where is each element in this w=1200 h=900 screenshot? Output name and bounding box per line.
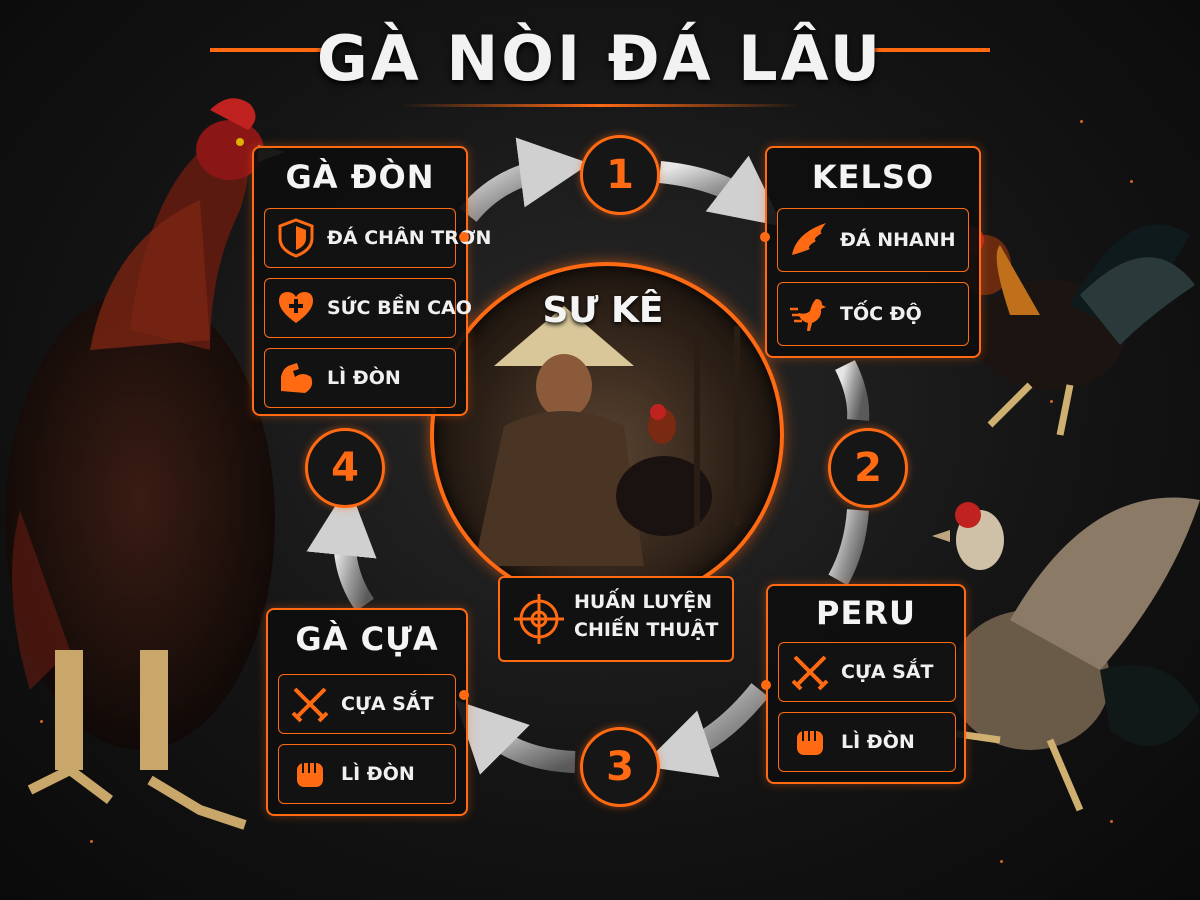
panel-ga-cua: GÀ CỰA CỰA SẮT LÌ ĐÒN <box>266 608 468 816</box>
peru-item-2-label: LÌ ĐÒN <box>841 731 915 753</box>
ga-cua-item-2: LÌ ĐÒN <box>278 744 456 804</box>
muscle-arm-icon <box>281 363 313 393</box>
peru-item-2: LÌ ĐÒN <box>778 712 956 772</box>
fist-icon <box>297 763 323 787</box>
panel-ga-cua-title: GÀ CỰA <box>295 620 439 658</box>
ga-cua-connector-dot <box>459 690 469 700</box>
panel-kelso-title: KELSO <box>811 158 935 196</box>
target-icon <box>514 594 564 644</box>
panel-kelso: KELSO ĐÁ NHANH TỐC ĐỘ <box>765 146 981 358</box>
panel-peru-title: PERU <box>816 594 916 632</box>
arrow-3b <box>455 700 576 775</box>
step-badge-1: 1 <box>580 135 660 215</box>
ga-don-item-3-label: LÌ ĐÒN <box>327 367 401 389</box>
ga-don-item-3: LÌ ĐÒN <box>264 348 456 408</box>
arrow-2 <box>835 360 870 421</box>
panel-peru: PERU CỰA SẮT LÌ ĐÒN <box>766 584 966 784</box>
kelso-connector-dot <box>760 232 770 242</box>
title-decor-left <box>210 48 330 52</box>
title-underline <box>400 104 800 107</box>
tactics-label-line1: HUẤN LUYỆN <box>574 591 713 613</box>
ga-don-connector-dot <box>459 232 469 242</box>
step-badge-4: 4 <box>305 428 385 508</box>
tactics-label-line2: CHIẾN THUẬT <box>574 619 719 641</box>
tactics-training-label: HUẤN LUYỆN CHIẾN THUẬT <box>574 588 724 644</box>
peru-rooster-illustration <box>929 497 1200 812</box>
arrow-1b <box>658 155 783 227</box>
panel-ga-don-title: GÀ ĐÒN <box>285 158 435 196</box>
title-decor-right <box>870 48 990 52</box>
kelso-item-1-label: ĐÁ NHANH <box>840 229 956 251</box>
su-ke-portrait <box>430 262 784 608</box>
peru-item-1-label: CỰA SẮT <box>841 661 934 683</box>
step-badge-2: 2 <box>828 428 908 508</box>
arrow-1 <box>459 137 590 223</box>
crossed-swords-icon <box>791 655 829 691</box>
fist-icon <box>797 731 823 755</box>
running-rooster-icon <box>790 299 826 331</box>
arrow-4 <box>306 484 377 612</box>
step-badge-3: 3 <box>580 727 660 807</box>
ga-cua-item-2-label: LÌ ĐÒN <box>341 763 415 785</box>
heart-plus-icon <box>279 292 313 323</box>
ga-don-item-2-label: SỨC BỀN CAO <box>327 297 472 319</box>
crossed-swords-icon <box>291 687 329 723</box>
left-rooster-illustration <box>5 98 285 830</box>
tactics-training-box: HUẤN LUYỆN CHIẾN THUẬT <box>498 576 734 662</box>
shield-icon <box>278 218 314 258</box>
panel-ga-don: GÀ ĐÒN ĐÁ CHÂN TRƠN SỨC BỀN CAO LÌ ĐÒN <box>252 146 491 416</box>
trainer-illustration <box>474 306 740 566</box>
ga-don-item-1-label: ĐÁ CHÂN TRƠN <box>327 227 492 249</box>
arrow-2b <box>828 509 869 586</box>
arrow-3 <box>641 683 769 778</box>
ga-cua-item-1: CỰA SẮT <box>278 674 456 734</box>
ga-don-item-1: ĐÁ CHÂN TRƠN <box>264 208 491 268</box>
ga-cua-item-1-label: CỰA SẮT <box>341 693 434 715</box>
ga-don-item-2: SỨC BỀN CAO <box>264 278 472 338</box>
peru-item-1: CỰA SẮT <box>778 642 956 702</box>
kelso-item-2-label: TỐC ĐỘ <box>840 303 922 325</box>
page-title: GÀ NÒI ĐÁ LÂU <box>316 22 884 95</box>
center-title: SƯ KÊ <box>542 290 664 331</box>
peru-connector-dot <box>761 680 771 690</box>
kelso-item-2: TỐC ĐỘ <box>777 282 969 346</box>
wing-icon <box>792 223 826 255</box>
kelso-item-1: ĐÁ NHANH <box>777 208 969 272</box>
